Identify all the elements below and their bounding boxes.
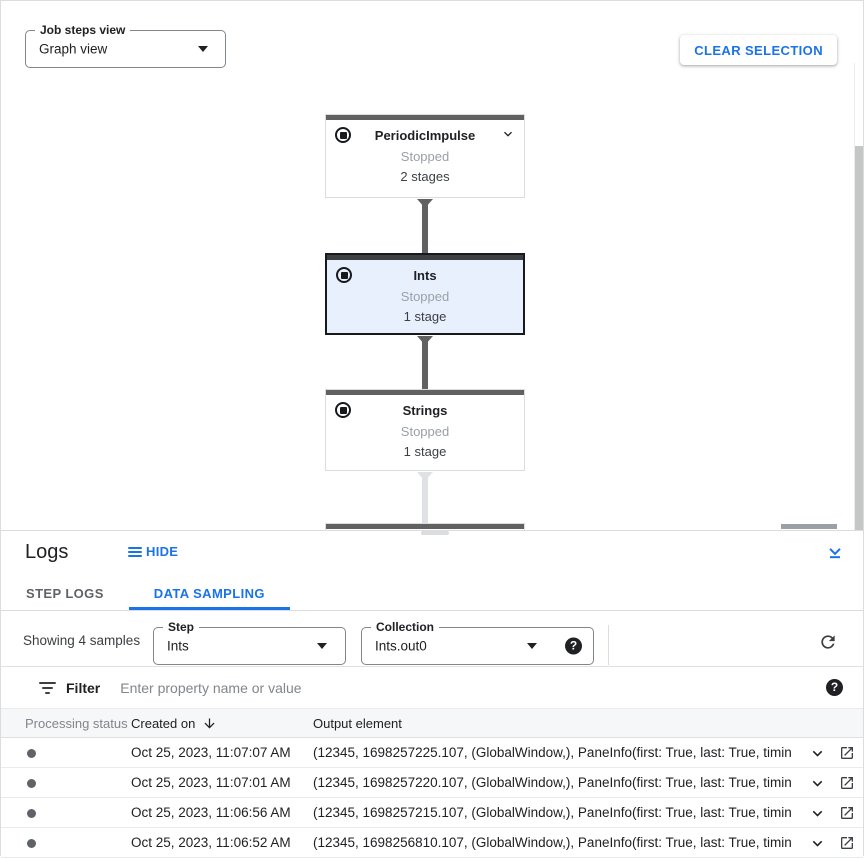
clear-selection-button[interactable]: CLEAR SELECTION <box>680 35 837 65</box>
samples-table-header: Processing status Created on Output elem… <box>1 708 863 738</box>
help-icon[interactable]: ? <box>826 679 843 696</box>
step-select-label: Step <box>163 620 200 634</box>
toolbar-divider <box>608 625 609 665</box>
column-processing-status: Processing status <box>25 715 128 731</box>
chevron-down-icon <box>527 643 537 649</box>
processing-status-dot <box>27 749 36 758</box>
panel-resize-handle[interactable] <box>421 531 449 535</box>
filter-bar: Filter ? <box>1 667 863 708</box>
step-select[interactable]: Step Ints <box>153 620 346 665</box>
processing-status-dot <box>27 779 36 788</box>
node-stages: 1 stage <box>403 309 447 324</box>
node-status: Stopped <box>400 149 450 164</box>
hide-logs-button[interactable]: HIDE <box>128 544 178 559</box>
filter-label: Filter <box>66 679 101 696</box>
tab-step-logs[interactable]: STEP LOGS <box>26 585 104 601</box>
sort-descending-icon <box>204 718 215 728</box>
output-element-cell: (12345, 1698257220.107, (GlobalWindow,),… <box>313 775 791 790</box>
node-title: PeriodicImpulse <box>374 128 476 143</box>
graph-edge <box>422 472 428 523</box>
node-topbar <box>326 524 524 529</box>
node-stages: 2 stages <box>400 169 450 184</box>
stop-circle-icon <box>335 402 351 418</box>
graph-node-periodicimpulse[interactable]: PeriodicImpulse Stopped 2 stages <box>325 114 525 198</box>
sample-row[interactable]: Oct 25, 2023, 11:07:07 AM (12345, 169825… <box>1 738 863 768</box>
node-status: Stopped <box>400 424 450 439</box>
filter-icon <box>39 679 56 697</box>
expand-row-icon[interactable] <box>808 774 827 793</box>
tab-data-sampling[interactable]: DATA SAMPLING <box>128 576 291 610</box>
output-element-cell: (12345, 1698256810.107, (GlobalWindow,),… <box>313 835 791 850</box>
processing-status-dot <box>27 839 36 848</box>
expand-row-icon[interactable] <box>808 804 827 823</box>
created-on-cell: Oct 25, 2023, 11:07:07 AM <box>131 745 291 760</box>
sample-row[interactable]: Oct 25, 2023, 11:06:56 AM (12345, 169825… <box>1 798 863 828</box>
samples-count-text: Showing 4 samples <box>23 633 141 648</box>
created-on-cell: Oct 25, 2023, 11:06:52 AM <box>131 835 291 850</box>
graph-vertical-scrollbar[interactable] <box>854 63 863 591</box>
graph-edge <box>422 199 428 253</box>
job-steps-view-select[interactable]: Job steps view Graph view <box>25 23 226 68</box>
graph-edge <box>422 336 428 389</box>
node-status: Stopped <box>400 289 450 304</box>
job-steps-view-label: Job steps view <box>35 23 131 37</box>
output-element-cell: (12345, 1698257225.107, (GlobalWindow,),… <box>313 745 791 760</box>
hide-label: HIDE <box>146 544 179 559</box>
open-in-new-icon[interactable] <box>839 745 855 761</box>
node-title: Strings <box>402 403 448 418</box>
logs-panel-title: Logs <box>25 541 69 563</box>
step-select-value: Ints <box>167 638 189 654</box>
created-on-cell: Oct 25, 2023, 11:06:56 AM <box>131 805 291 820</box>
graph-node-strings[interactable]: Strings Stopped 1 stage <box>325 389 525 471</box>
logs-tabs: STEP LOGS DATA SAMPLING <box>1 576 863 611</box>
scrollbar-thumb[interactable] <box>855 146 863 591</box>
collapse-panel-icon[interactable] <box>825 543 845 563</box>
node-topbar <box>327 255 523 260</box>
logs-panel: Logs HIDE STEP LOGS DATA SAMPLING Showin… <box>1 530 863 858</box>
collection-select-label: Collection <box>371 620 440 634</box>
collection-select[interactable]: Collection Ints.out0 ? <box>361 620 594 665</box>
open-in-new-icon[interactable] <box>839 805 855 821</box>
sample-row[interactable]: Oct 25, 2023, 11:07:01 AM (12345, 169825… <box>1 768 863 798</box>
open-in-new-icon[interactable] <box>839 835 855 851</box>
stop-circle-icon <box>335 127 351 143</box>
sample-row[interactable]: Oct 25, 2023, 11:06:52 AM (12345, 169825… <box>1 828 863 858</box>
graph-node-partial[interactable] <box>325 523 525 530</box>
open-in-new-icon[interactable] <box>839 775 855 791</box>
column-created-on[interactable]: Created on <box>131 709 217 737</box>
graph-node-ints[interactable]: Ints Stopped 1 stage <box>325 253 525 335</box>
graph-horizontal-scrollbar[interactable] <box>781 524 837 529</box>
filter-input[interactable] <box>120 679 826 696</box>
created-on-cell: Oct 25, 2023, 11:07:01 AM <box>131 775 291 790</box>
processing-status-dot <box>27 809 36 818</box>
expand-row-icon[interactable] <box>808 744 827 763</box>
node-topbar <box>326 115 524 120</box>
stop-circle-icon <box>336 267 352 283</box>
chevron-down-icon <box>198 46 208 52</box>
node-topbar <box>326 390 524 395</box>
menu-lines-icon <box>128 545 142 559</box>
chevron-down-icon <box>317 643 327 649</box>
data-sampling-toolbar: Showing 4 samples Step Ints Collection I… <box>1 611 863 667</box>
help-icon[interactable]: ? <box>565 637 582 655</box>
node-stages: 1 stage <box>403 444 447 459</box>
expand-row-icon[interactable] <box>808 834 827 853</box>
node-title: Ints <box>413 268 437 283</box>
refresh-icon[interactable] <box>818 632 838 652</box>
column-output-element: Output element <box>313 715 402 731</box>
output-element-cell: (12345, 1698257215.107, (GlobalWindow,),… <box>313 805 791 820</box>
logs-header: Logs HIDE <box>1 531 863 576</box>
job-steps-view-value: Graph view <box>39 41 108 57</box>
chevron-down-icon[interactable] <box>500 126 516 142</box>
column-created-on-label: Created on <box>131 715 196 731</box>
collection-select-value: Ints.out0 <box>375 638 427 654</box>
